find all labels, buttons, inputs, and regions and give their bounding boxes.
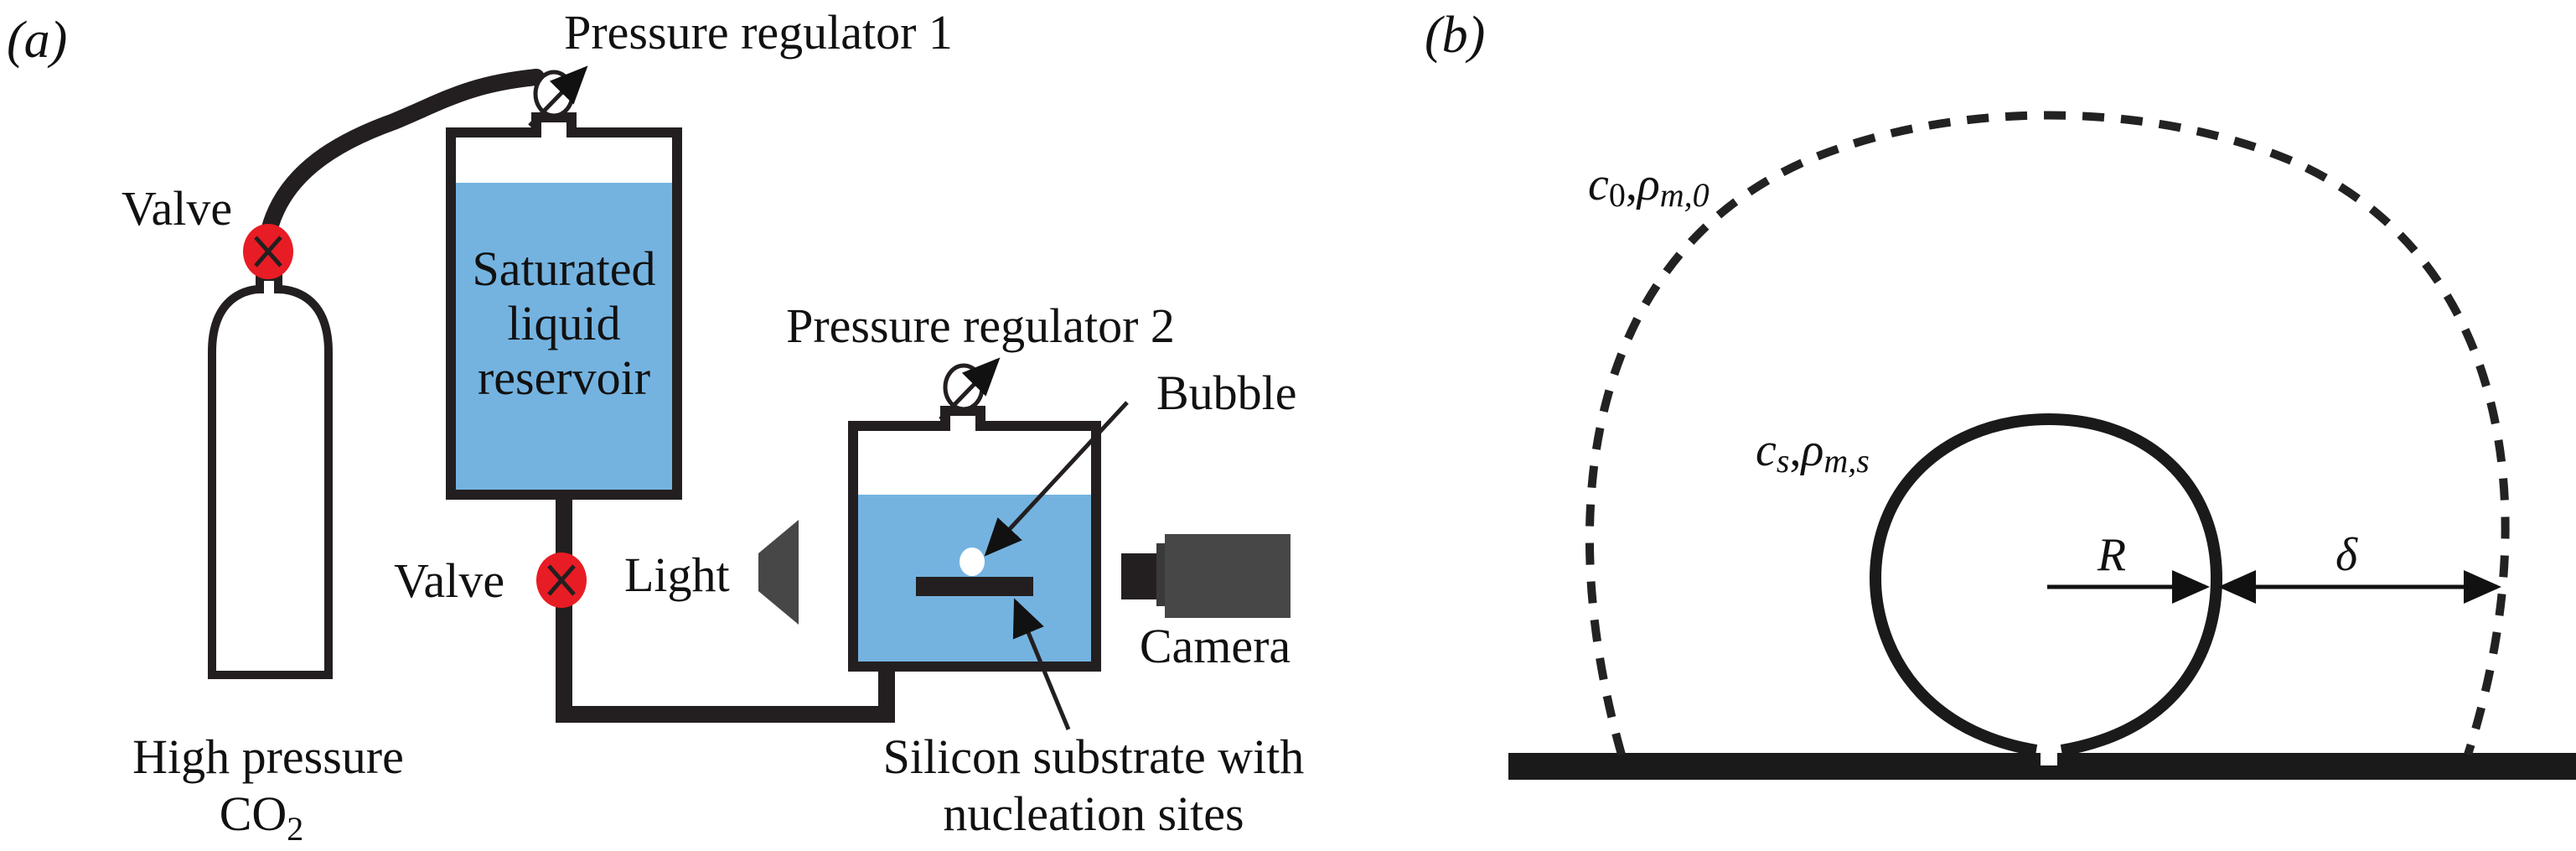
adjust-arrow-icon	[939, 357, 1001, 421]
close-x-icon	[547, 564, 576, 596]
panel-a-label: (a)	[7, 12, 67, 69]
close-x-icon	[254, 236, 282, 267]
substrate-label-line2: nucleation sites	[943, 786, 1244, 841]
reservoir-label-line1: Saturated	[472, 241, 655, 296]
valve-top[interactable]	[243, 224, 293, 279]
cylinder-label-line1: High pressure	[132, 729, 404, 784]
radius-label: R	[2097, 529, 2126, 581]
light-source	[758, 520, 799, 625]
bubble-outline	[1869, 413, 2223, 756]
saturated-liquid-reservoir	[446, 112, 682, 500]
light-label: Light	[624, 547, 730, 602]
reservoir-label-line3: reservoir	[478, 350, 650, 405]
pressure-regulator-1[interactable]	[528, 65, 588, 127]
valve-bottom-label: Valve	[394, 553, 504, 608]
panel-a: (a) Valve Saturated liquid reservoir Pre…	[7, 5, 1304, 848]
valve-top-label: Valve	[122, 181, 232, 236]
camera	[1121, 534, 1291, 618]
valve-bottom[interactable]	[536, 553, 587, 608]
substrate-pointer-arrow	[1012, 598, 1071, 730]
regulator-1-label: Pressure regulator 1	[564, 5, 953, 60]
bubble-pointer-arrow	[984, 401, 1129, 557]
silicon-substrate	[916, 577, 1033, 596]
delta-label: δ	[2335, 529, 2358, 581]
nucleation-cavity	[2041, 745, 2057, 765]
surface-label: cs,ρm,s	[1756, 424, 1870, 480]
co2-cylinder	[208, 272, 333, 679]
panel-b: (b) c0,ρm,0 cs,ρm,s R δ	[1425, 7, 2576, 780]
test-chamber	[848, 406, 1101, 672]
adjust-arrow-icon	[528, 65, 588, 127]
boundary-layer-dashed	[1585, 111, 2510, 756]
substrate-label-line1: Silicon substrate with	[883, 729, 1305, 784]
gas-hose	[258, 69, 545, 252]
bubble-label: Bubble	[1156, 366, 1297, 420]
bubble	[960, 547, 985, 576]
reservoir-label-line2: liquid	[507, 296, 620, 350]
panel-b-label: (b)	[1425, 7, 1485, 64]
pressure-regulator-2[interactable]	[939, 357, 1001, 421]
regulator-2-label: Pressure regulator 2	[786, 298, 1175, 353]
far-field-label: c0,ρm,0	[1588, 158, 1710, 214]
camera-label: Camera	[1140, 619, 1291, 673]
cylinder-label-line2: CO2	[220, 786, 304, 848]
liquid-pipe	[556, 495, 895, 723]
